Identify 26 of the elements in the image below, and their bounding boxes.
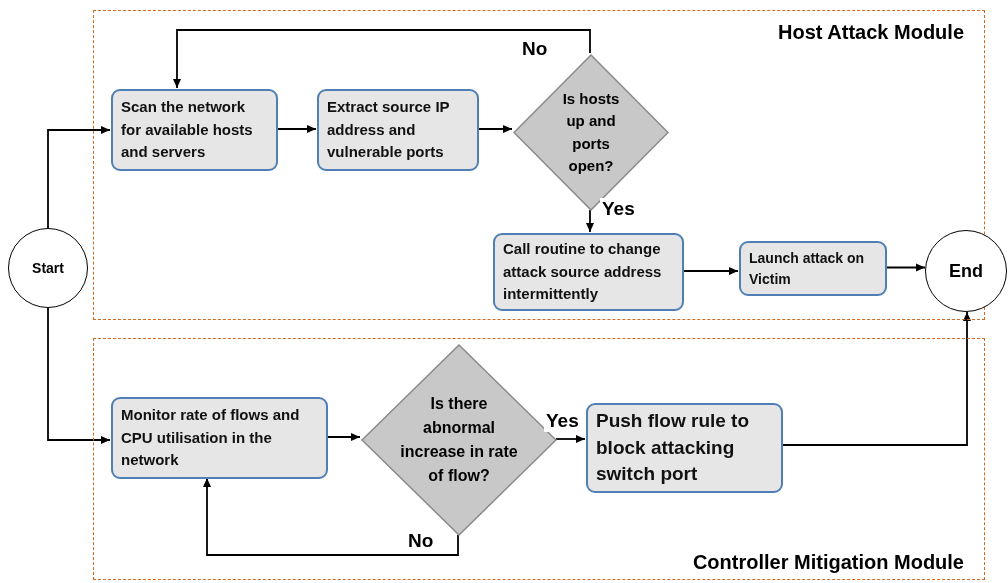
arrow bbox=[47, 126, 111, 229]
module-container bbox=[93, 10, 985, 320]
terminal-circle: End bbox=[925, 230, 1007, 312]
module-title: Host Attack Module bbox=[778, 21, 964, 44]
arrow bbox=[47, 307, 111, 444]
process-box: Monitor rate of flows and CPU utilisation in the network bbox=[111, 397, 328, 479]
module-container bbox=[93, 338, 985, 580]
process-box: Launch attack on Victim bbox=[739, 241, 887, 296]
arrow bbox=[276, 125, 317, 133]
process-box: Call routine to change attack source address intermittently bbox=[493, 233, 684, 311]
decision-text: Is there abnormal increase in rate of flow? bbox=[399, 394, 519, 486]
arrow bbox=[555, 435, 586, 443]
arrow bbox=[203, 477, 459, 556]
terminal-circle: Start bbox=[8, 228, 88, 308]
arrow bbox=[586, 209, 594, 233]
arrow bbox=[682, 267, 739, 275]
arrow bbox=[781, 311, 971, 446]
process-box: Push flow rule to block attacking switch port bbox=[586, 403, 783, 493]
process-box: Scan the network for available hosts and servers bbox=[111, 89, 278, 171]
process-box: Extract source IP address and vulnerable ports bbox=[317, 89, 479, 171]
arrow bbox=[326, 433, 361, 441]
decision-text: Is hosts up and ports open? bbox=[561, 88, 621, 176]
arrow bbox=[885, 263, 926, 272]
arrow bbox=[477, 125, 513, 133]
arrow bbox=[173, 29, 591, 89]
module-title: Controller Mitigation Module bbox=[692, 551, 964, 574]
